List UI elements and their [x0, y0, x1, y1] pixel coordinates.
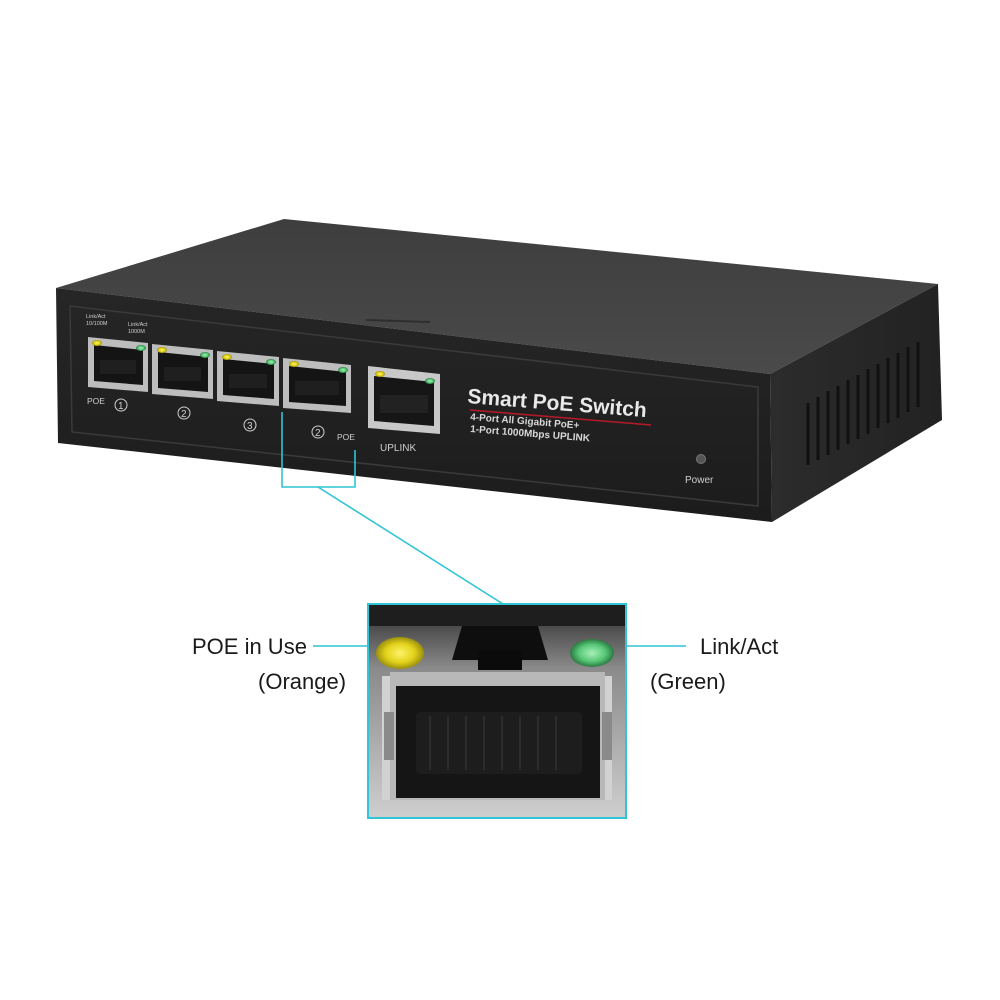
ethernet-port-1: [88, 337, 148, 392]
ethernet-port-3: [217, 351, 279, 406]
led-header-2-line-2: 1000M: [128, 329, 145, 335]
poe-label-right: POE: [337, 432, 355, 442]
zoom-inset: [367, 603, 627, 819]
poe-in-use-led: [376, 637, 424, 669]
link-act-led: [570, 639, 614, 667]
link-act-label: Link/Act: [700, 634, 778, 659]
poe-in-use-label: POE in Use: [192, 634, 307, 659]
uplink-port: [368, 366, 440, 434]
uplink-label: UPLINK: [380, 443, 416, 454]
led-header-2-line-1: Link/Act: [128, 322, 148, 328]
led-header-1-line-2: 10/100M: [86, 321, 108, 327]
led-header-1-line-1: Link/Act: [86, 314, 106, 320]
port-number-2: 2: [181, 409, 187, 420]
side-vents: [806, 342, 920, 465]
port-number-4: 2: [315, 428, 321, 439]
switch-top-surface: [56, 219, 938, 374]
port-number-1: 1: [118, 401, 124, 412]
poe-color-label: (Orange): [258, 669, 346, 694]
switch-side-panel: [770, 284, 942, 522]
power-led: [696, 454, 706, 464]
port-number-3: 3: [247, 421, 253, 432]
link-color-label: (Green): [650, 669, 726, 694]
poe-label-left: POE: [87, 396, 105, 406]
power-label: Power: [685, 475, 714, 486]
brand-underline: [469, 409, 652, 426]
switch-body: Link/Act 10/100M Link/Act 1000M: [56, 219, 942, 522]
callout-connector: [281, 412, 504, 605]
ethernet-port-4: [283, 358, 351, 413]
ethernet-port-2: [152, 344, 213, 399]
